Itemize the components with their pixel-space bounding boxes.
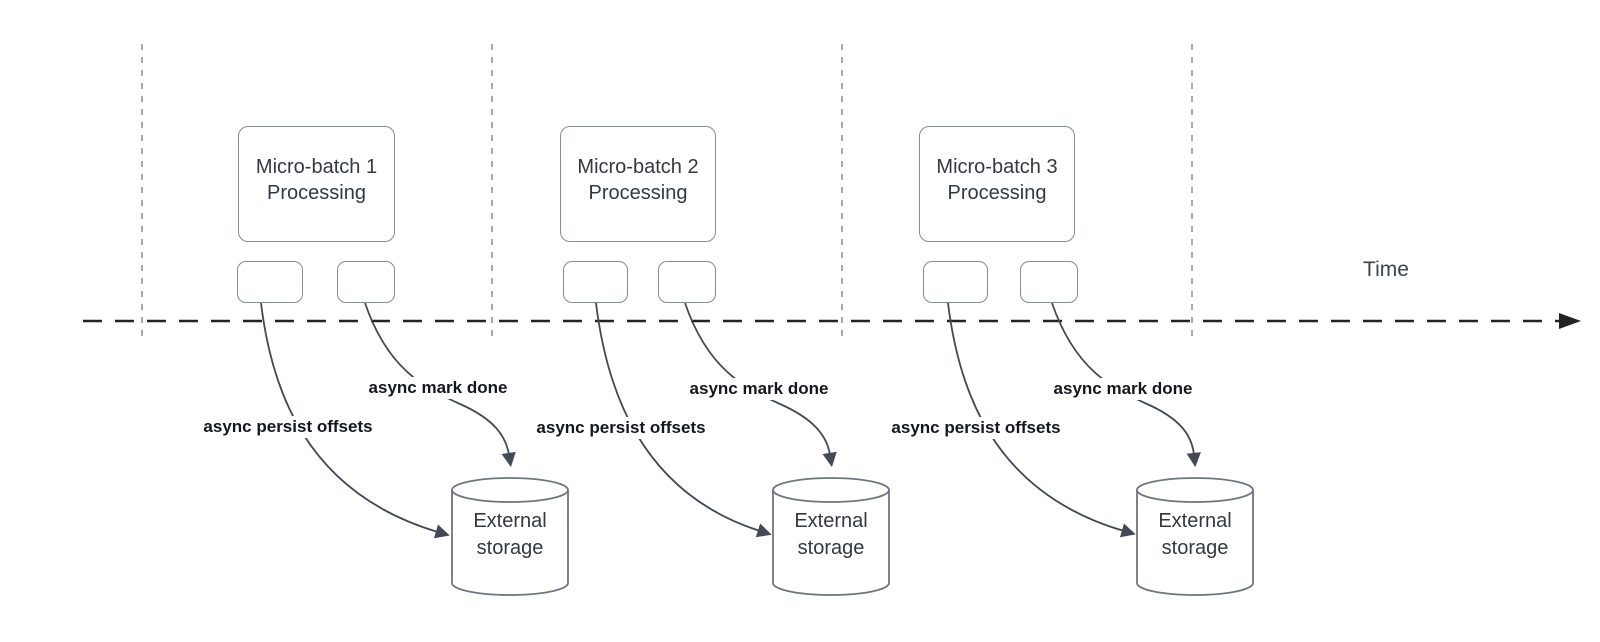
mark-done-label-2: async mark done — [685, 378, 833, 400]
persist-offsets-label-1: async persist offsets — [199, 416, 377, 438]
micro-batch-3-label: Micro-batch 3 Processing — [936, 156, 1058, 204]
micro-batch-2-label: Micro-batch 2 Processing — [577, 156, 699, 204]
micro-batch-2-processing-box: Micro-batch 2 Processing — [560, 126, 716, 242]
task-box-3-right — [1020, 261, 1078, 303]
mark-done-label-1: async mark done — [364, 377, 512, 399]
task-box-1-right — [337, 261, 395, 303]
mark-done-arrow-2 — [684, 302, 837, 468]
external-storage-label-1: External storage — [473, 510, 547, 559]
external-storage-cylinder-3 — [1136, 477, 1254, 596]
task-box-1-left — [237, 261, 303, 303]
mark-done-arrow-3 — [1051, 302, 1201, 468]
external-storage-label-2: External storage — [794, 510, 868, 559]
task-box-2-right — [658, 261, 716, 303]
task-box-3-left — [923, 261, 988, 303]
task-box-2-left — [563, 261, 628, 303]
persist-offsets-label-3: async persist offsets — [887, 417, 1065, 439]
mark-done-label-3: async mark done — [1049, 378, 1197, 400]
micro-batch-1-processing-box: Micro-batch 1 Processing — [238, 126, 395, 242]
time-axis-label: Time — [1363, 258, 1409, 281]
micro-batch-3-processing-box: Micro-batch 3 Processing — [919, 126, 1075, 242]
external-storage-cylinder-2 — [772, 477, 890, 596]
external-storage-cylinder-1 — [451, 477, 569, 596]
mark-done-arrow-1 — [364, 302, 516, 468]
external-storage-label-3: External storage — [1158, 510, 1232, 559]
persist-offsets-label-2: async persist offsets — [532, 417, 710, 439]
micro-batch-1-label: Micro-batch 1 Processing — [255, 156, 378, 204]
